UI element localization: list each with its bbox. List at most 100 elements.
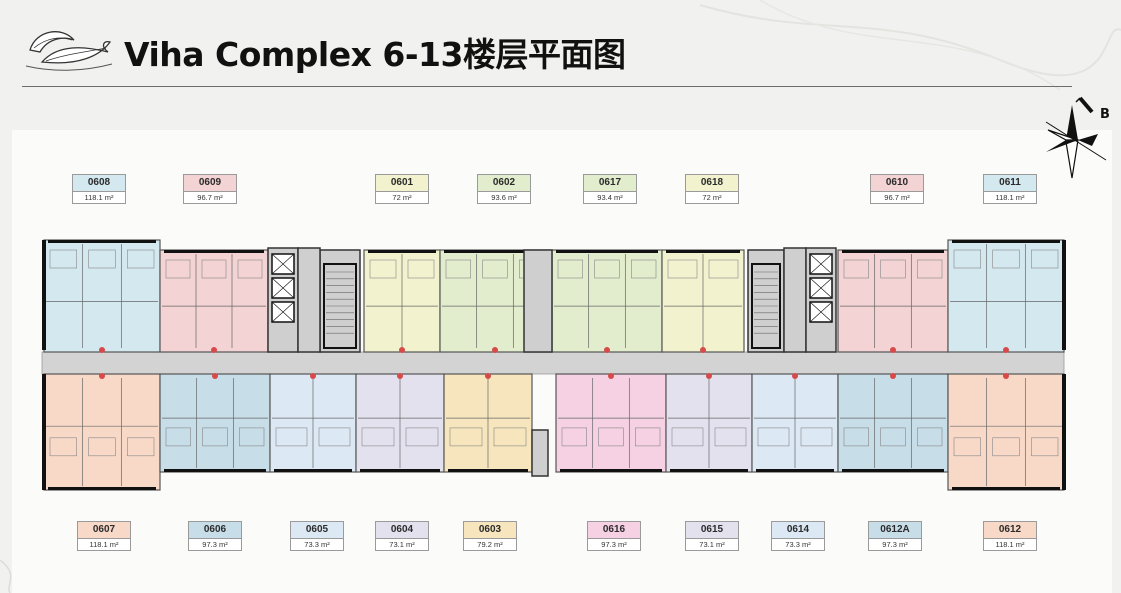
window-wall [360,469,440,472]
window-wall [448,469,528,472]
elevator-cross [271,301,295,323]
unit-0609 [159,249,269,353]
unit-0606 [159,373,271,473]
unit-area: 118.1 m² [995,193,1025,202]
end-wall [42,374,46,490]
furniture [880,259,906,279]
window-wall [444,250,546,253]
unit-code: 0614 [772,522,824,539]
unit-code: 0602 [478,175,530,192]
unit-area: 96.7 m² [197,193,223,202]
elevator-cross [809,301,833,323]
header-divider [22,86,1072,87]
elevator-cross [809,277,833,299]
door-marker [211,347,217,353]
window-wall [952,487,1060,490]
unit-area: 72 m² [702,193,722,202]
door-marker [604,347,610,353]
unit-code: 0612A [869,522,921,539]
furniture [631,259,657,279]
furniture [1031,249,1059,269]
unit-0608 [43,239,161,353]
furniture [667,259,698,279]
furniture [992,437,1020,457]
page-title: Viha Complex 6-13楼层平面图 [124,35,626,74]
door-marker [1003,373,1009,379]
furniture [880,427,906,447]
door-marker [492,347,498,353]
leaf-bird-logo-icon [25,31,113,71]
furniture [708,259,739,279]
unit-0607 [43,373,161,491]
unit-0616 [555,373,667,473]
door-marker [399,347,405,353]
furniture [165,259,191,279]
unit-area: 97.3 m² [601,540,627,549]
furniture [800,427,833,447]
furniture [445,259,471,279]
window-wall [164,469,266,472]
furniture [369,259,397,279]
unit-area: 93.4 m² [597,193,623,202]
unit-code: 0604 [376,522,428,539]
furniture [405,427,439,447]
furniture [843,259,869,279]
door-marker [212,373,218,379]
shaft-left [297,247,321,353]
furniture [361,427,395,447]
door-marker [485,373,491,379]
furniture [757,427,790,447]
unit-code: 0618 [686,175,738,192]
unit-code: 0615 [686,522,738,539]
unit-area: 118.1 m² [995,540,1025,549]
unit-0610 [837,249,949,353]
furniture [992,249,1020,269]
compass-letter: B [1100,107,1110,122]
elevator-cross [271,253,295,275]
unit-area: 118.1 m² [89,540,119,549]
window-wall [952,240,1060,243]
window-wall [560,469,662,472]
door-marker [1003,347,1009,353]
unit-code: 0617 [584,175,636,192]
stair-wall [323,263,357,349]
unit-area: 79.2 m² [477,540,503,549]
corridor [41,351,1065,375]
elevator-cross [271,277,295,299]
unit-area: 73.1 m² [389,540,415,549]
door-marker [706,373,712,379]
furniture [237,259,263,279]
unit-area: 73.1 m² [699,540,725,549]
unit-area: 73.3 m² [785,540,811,549]
unit-0611 [947,239,1065,353]
unit-0617 [551,249,663,353]
furniture [917,427,943,447]
furniture [239,427,265,447]
furniture [598,427,624,447]
unit-area: 72 m² [392,193,412,202]
furniture [917,259,943,279]
furniture [49,249,77,269]
stair-core-left [319,249,361,353]
end-wall [1062,240,1066,350]
unit-code: 0601 [376,175,428,192]
elevator-cross [809,253,833,275]
unit-area: 118.1 m² [84,193,114,202]
furniture [275,427,308,447]
furniture [407,259,435,279]
unit-area: 93.6 m² [491,193,517,202]
furniture [843,427,869,447]
furniture [127,249,155,269]
unit-code: 0607 [78,522,130,539]
